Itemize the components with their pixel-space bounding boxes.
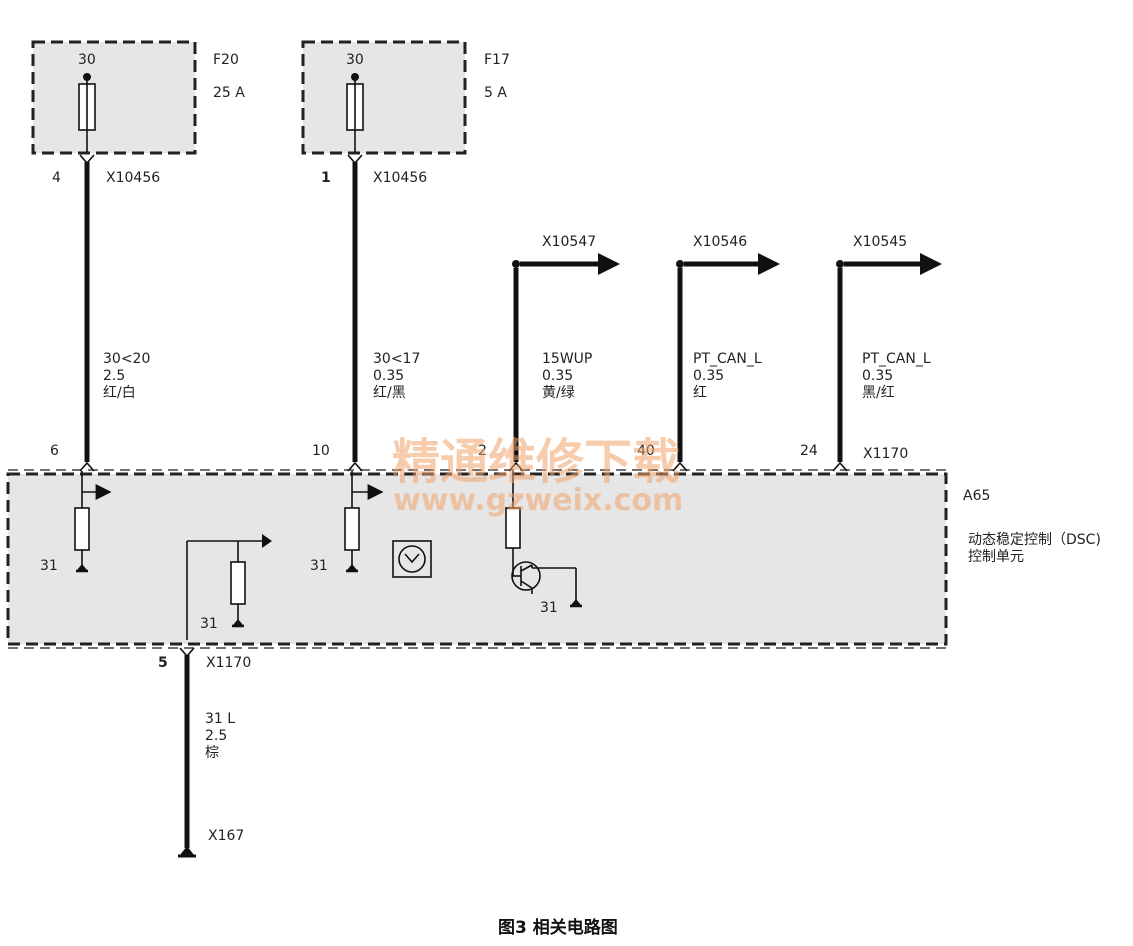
wire-label-6: 31 L 2.5 棕 <box>205 711 235 761</box>
svg-text:0.35: 0.35 <box>693 368 724 384</box>
svg-text:X167: X167 <box>208 828 244 844</box>
output-x10546: X10546 <box>676 234 780 462</box>
pin-label: 40 <box>637 443 655 459</box>
output-label: X10547 <box>542 234 596 250</box>
module-name: 动态稳定控制（DSC) <box>968 532 1101 548</box>
connector-mark <box>508 461 524 472</box>
svg-text:15WUP: 15WUP <box>542 351 592 367</box>
connector-mark <box>832 461 848 472</box>
connector-mark <box>347 154 363 165</box>
fuse-f20-rating: 25 A <box>213 85 245 101</box>
svg-text:30<17: 30<17 <box>373 351 420 367</box>
internal-circuit-transistor: 31 <box>505 471 582 616</box>
figure-caption: 图3 相关电路图 <box>498 917 618 938</box>
svg-text:0.35: 0.35 <box>862 368 893 384</box>
svg-text:2.5: 2.5 <box>103 368 125 384</box>
sensor-icon <box>392 540 432 578</box>
connector-label: X10456 <box>106 170 160 186</box>
wire-label-4: PT_CAN_L 0.35 红 <box>693 351 762 401</box>
svg-text:棕: 棕 <box>205 745 219 761</box>
svg-text:2.5: 2.5 <box>205 728 227 744</box>
svg-text:红/白: 红/白 <box>103 385 136 401</box>
internal-circuit-pin6: 31 <box>40 471 112 574</box>
module-id: A65 <box>963 488 990 504</box>
watermark-text: 精通维修下载 <box>392 434 680 490</box>
svg-text:31 L: 31 L <box>205 711 235 727</box>
fuse-f20-pin: 30 <box>78 52 96 68</box>
svg-text:31: 31 <box>310 558 328 574</box>
pin-label: 24 <box>800 443 818 459</box>
internal-circuit-pin10: 31 <box>310 471 384 574</box>
svg-text:30<20: 30<20 <box>103 351 150 367</box>
fuse-f20-name: F20 <box>213 52 239 68</box>
watermark-url: www.gzweix.com <box>393 483 683 518</box>
connector-mark <box>179 647 195 658</box>
wire-label-3: 15WUP 0.35 黄/绿 <box>542 351 592 401</box>
fuse-f17-name: F17 <box>484 52 510 68</box>
svg-text:31: 31 <box>40 558 58 574</box>
connector-mark <box>79 461 95 472</box>
fuse-f20: 30 F20 25 A <box>31 40 245 155</box>
svg-text:黑/红: 黑/红 <box>862 385 895 401</box>
svg-text:PT_CAN_L: PT_CAN_L <box>693 351 762 367</box>
fuse-f17-rating: 5 A <box>484 85 507 101</box>
svg-text:31: 31 <box>200 616 218 632</box>
svg-text:红: 红 <box>693 385 707 401</box>
pin-label: 4 <box>52 170 61 186</box>
output-label: X10546 <box>693 234 747 250</box>
ground-x167: X167 <box>178 828 244 858</box>
dsc-module: A65 动态稳定控制（DSC) 控制单元 <box>6 469 1101 649</box>
pin-label: 5 <box>158 655 168 671</box>
svg-text:31: 31 <box>540 600 558 616</box>
svg-text:PT_CAN_L: PT_CAN_L <box>862 351 931 367</box>
pin-label: 2 <box>478 443 487 459</box>
connector-label: X1170 <box>206 655 251 671</box>
svg-text:黄/绿: 黄/绿 <box>542 384 575 401</box>
internal-circuit-ground: 31 <box>186 534 272 640</box>
pin-label: 1 <box>321 170 331 186</box>
output-x10545: X10545 <box>836 234 942 462</box>
wire-label-1: 30<20 2.5 红/白 <box>103 351 150 401</box>
fuse-f17-pin: 30 <box>346 52 364 68</box>
output-label: X10545 <box>853 234 907 250</box>
fuse-f17: 30 F17 5 A <box>301 40 510 155</box>
svg-text:0.35: 0.35 <box>373 368 404 384</box>
svg-text:红/黑: 红/黑 <box>373 385 406 401</box>
output-x10547: X10547 <box>512 234 620 462</box>
pin-label: 6 <box>50 443 59 459</box>
wire-label-5: PT_CAN_L 0.35 黑/红 <box>862 351 931 401</box>
pin-label: 10 <box>312 443 330 459</box>
wire-label-2: 30<17 0.35 红/黑 <box>373 351 420 401</box>
connector-label: X1170 <box>863 446 908 462</box>
connector-mark <box>672 461 688 472</box>
connector-label: X10456 <box>373 170 427 186</box>
module-name: 控制单元 <box>968 549 1024 565</box>
connector-mark <box>347 461 363 472</box>
connector-mark <box>79 154 95 165</box>
svg-text:0.35: 0.35 <box>542 368 573 384</box>
